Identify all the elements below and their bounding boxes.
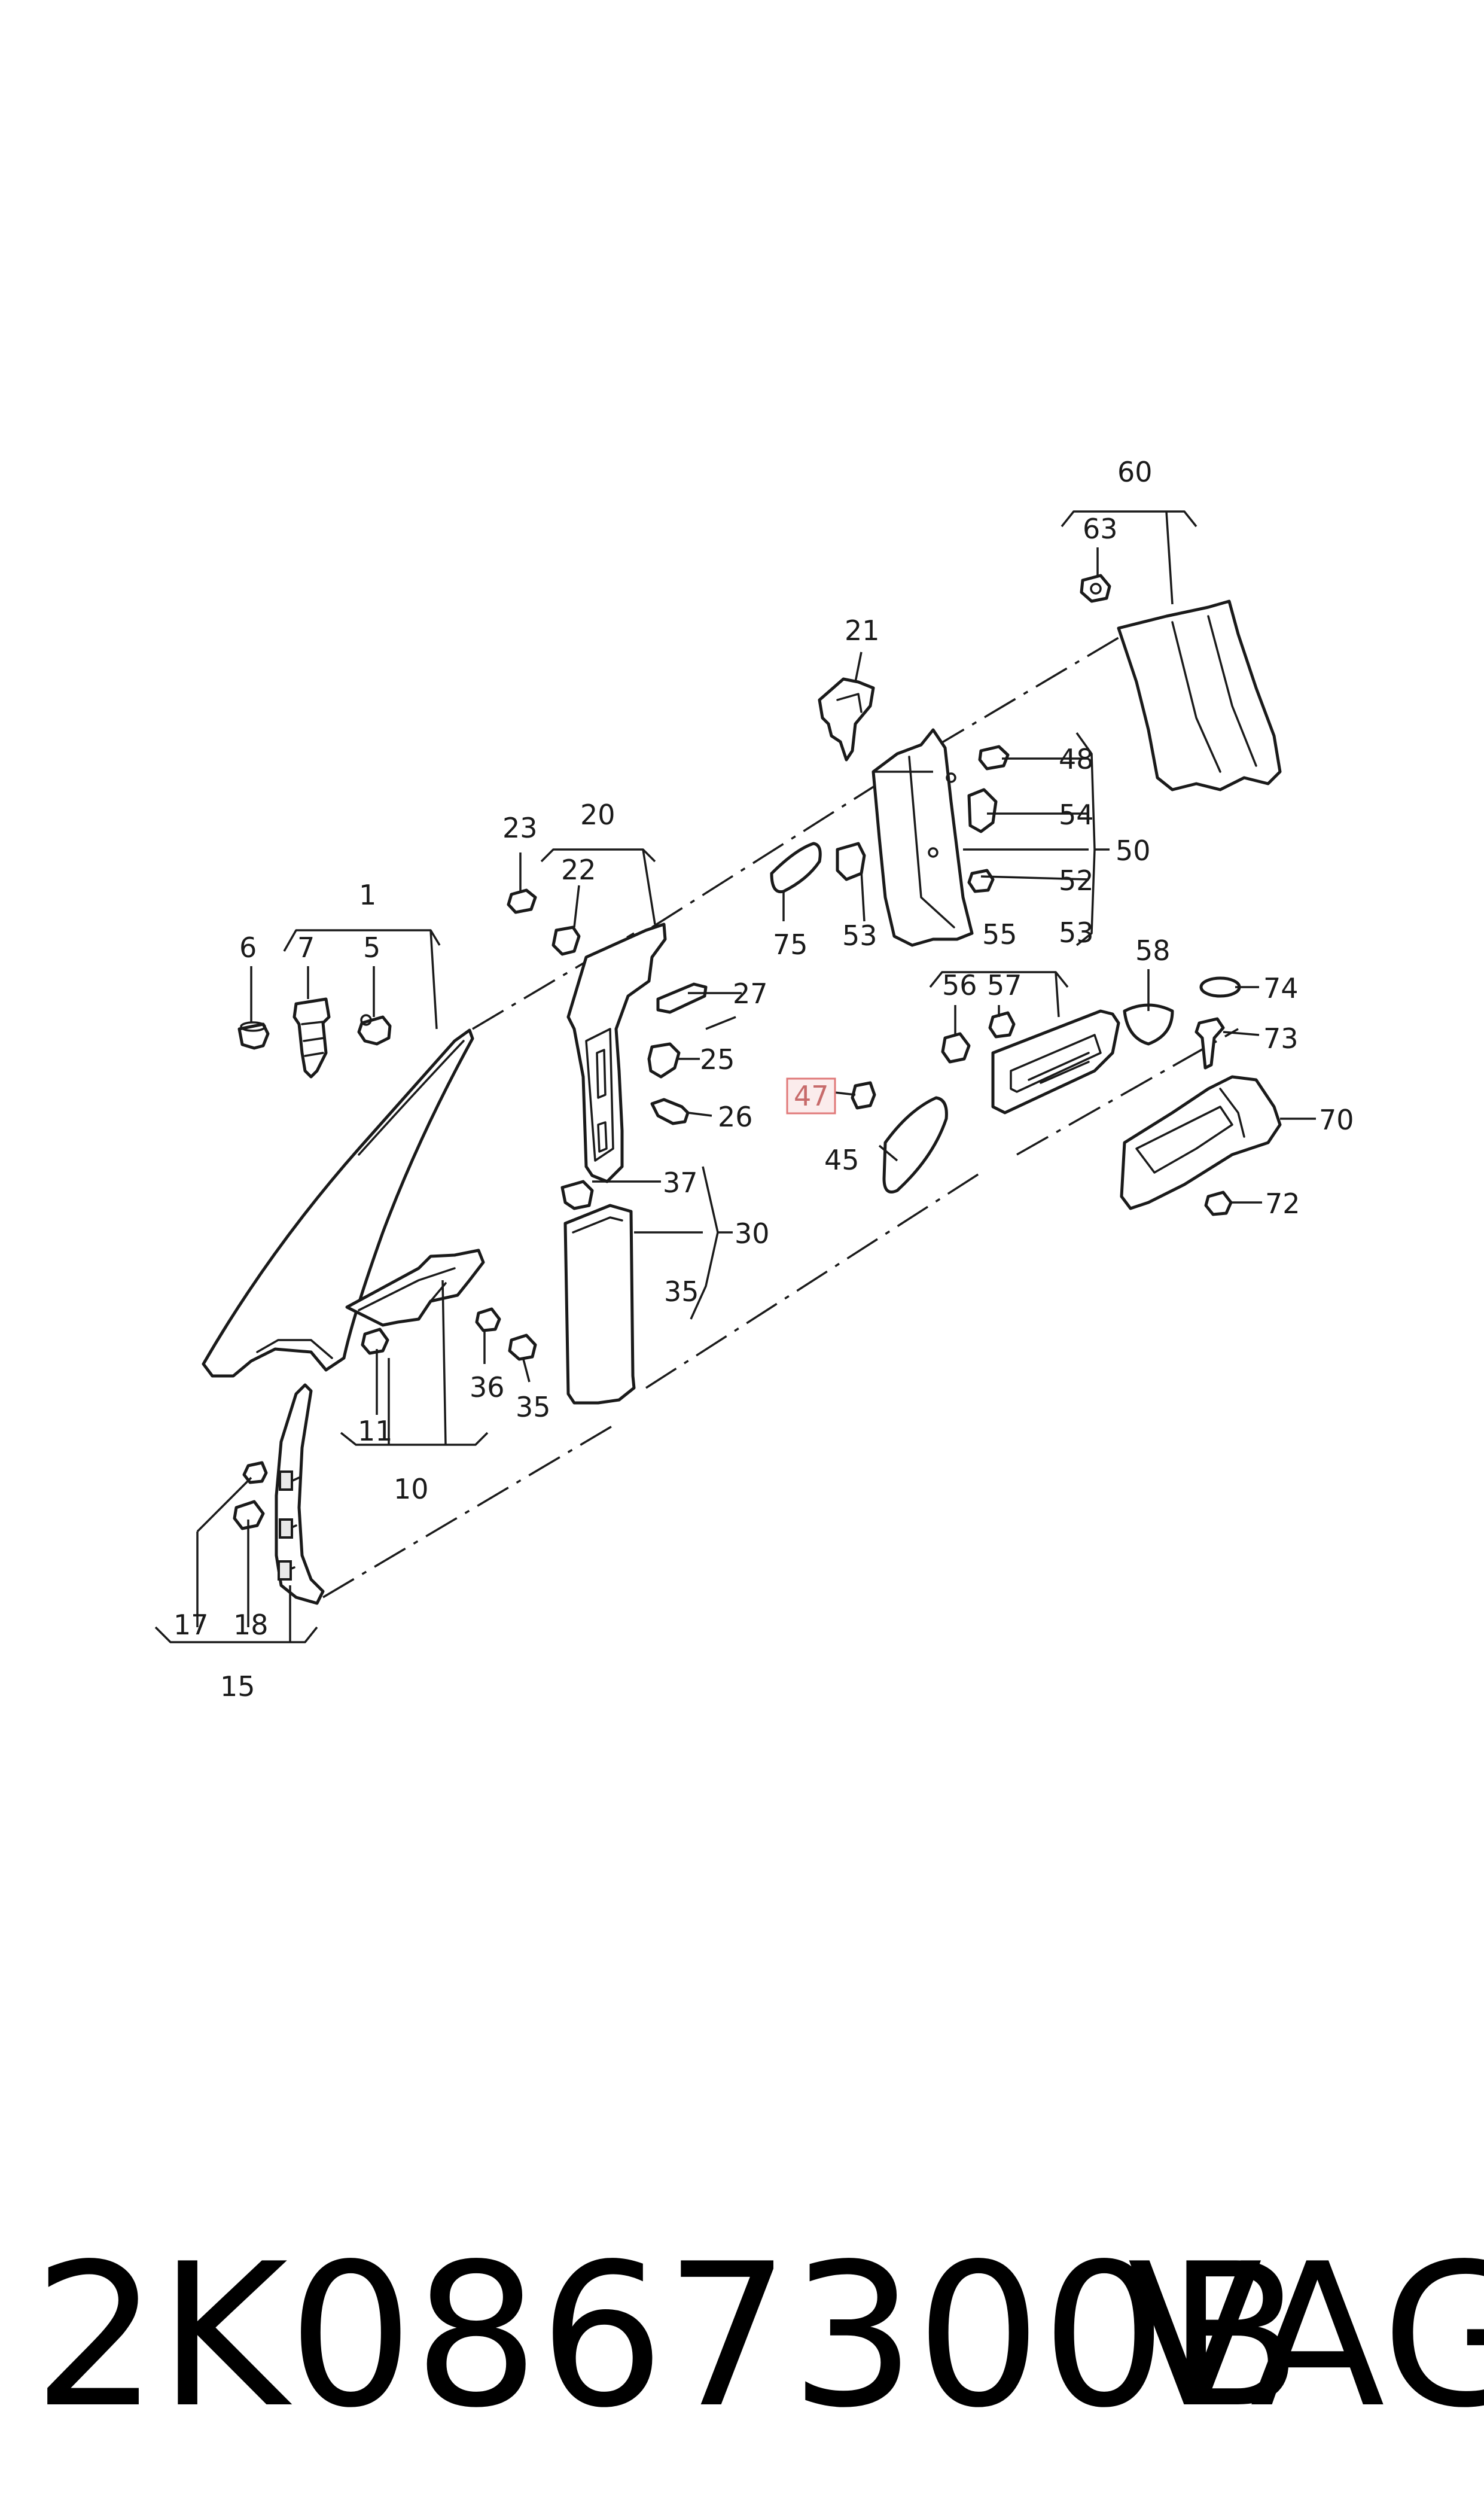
part-58-cap	[1123, 1003, 1174, 1046]
part-56-clip	[941, 1032, 971, 1064]
callout-50: 50	[1116, 835, 1151, 867]
part-25-clip	[647, 1042, 681, 1079]
callout-30: 30	[735, 1217, 770, 1250]
part-11-clip	[361, 1327, 389, 1355]
callout-36: 36	[470, 1371, 505, 1403]
callout-37: 37	[663, 1167, 698, 1199]
callout-23: 23	[502, 812, 538, 844]
part-1-a-pillar-trim	[202, 1028, 474, 1378]
part-23-clip	[507, 888, 537, 914]
brackets	[154, 510, 1197, 1643]
part-35-b-pillar-lower	[563, 1204, 636, 1405]
callout-20: 20	[580, 799, 615, 831]
part-number: 2K0867300B	[33, 2221, 1303, 2451]
part-20-b-pillar-upper	[566, 922, 667, 1183]
part-60-d-pillar	[1117, 599, 1282, 791]
footer: 2K0867300B VAG	[33, 2221, 1484, 2451]
callout-5: 5	[363, 931, 380, 964]
callout-58: 58	[1135, 934, 1171, 967]
callout-6: 6	[239, 931, 257, 964]
callout-25: 25	[700, 1043, 735, 1076]
callout-55: 55	[982, 918, 1017, 951]
part-57-clip	[988, 1011, 1016, 1039]
part-73-screw	[1194, 1017, 1225, 1070]
part-26-screw	[650, 1098, 690, 1125]
callout-73: 73	[1263, 1022, 1299, 1055]
callout-54: 54	[1059, 799, 1094, 831]
part-54-clip	[967, 788, 998, 833]
callout-35a: 35	[664, 1275, 699, 1308]
callout-57: 57	[987, 969, 1022, 1001]
callout-72: 72	[1265, 1188, 1300, 1220]
callout-11: 11	[358, 1415, 393, 1447]
part-36-clip	[475, 1307, 501, 1332]
brand-name: VAG	[1128, 2221, 1484, 2451]
callout-27: 27	[733, 978, 768, 1010]
part-72-clip	[1204, 1191, 1233, 1216]
part-45-cover	[882, 1096, 948, 1193]
callout-75: 75	[773, 928, 808, 961]
leader-lines	[196, 547, 1316, 1627]
part-47-clip	[851, 1081, 876, 1110]
part-7-clip	[292, 997, 331, 1079]
part-48-screw	[978, 745, 1010, 771]
callout-74: 74	[1263, 972, 1299, 1004]
callout-10: 10	[394, 1473, 429, 1505]
part-21-bracket	[818, 677, 875, 762]
callout-35b: 35	[516, 1391, 551, 1423]
assembly-lines	[322, 633, 1239, 1599]
callout-45: 45	[824, 1144, 860, 1176]
callout-21: 21	[845, 614, 880, 647]
part-74-ring	[1199, 976, 1241, 998]
callout-53b: 53	[1059, 917, 1094, 949]
callout-47: 47	[794, 1080, 829, 1112]
callout-56: 56	[942, 969, 977, 1001]
callout-47-highlight	[786, 1077, 836, 1115]
callout-18: 18	[233, 1609, 269, 1641]
callout-53a: 53	[842, 919, 877, 952]
part-35-clip	[508, 1333, 537, 1361]
callouts: 1 6 7 5 11 10 17 18 15 23 22 20 21 27 25…	[173, 456, 1354, 1703]
part-75-cover	[770, 842, 822, 894]
part-6-clip	[237, 1021, 270, 1050]
callout-1: 1	[359, 879, 376, 911]
callout-26: 26	[718, 1101, 753, 1133]
part-27-clip	[656, 982, 708, 1014]
callout-22: 22	[561, 854, 596, 886]
part-53-clip	[836, 842, 866, 881]
part-5-clip	[357, 1014, 392, 1046]
part-63-clip	[1080, 574, 1111, 603]
part-55-handle	[991, 1009, 1120, 1115]
part-37-clip	[560, 1180, 594, 1210]
callout-15: 15	[220, 1670, 255, 1703]
callout-60: 60	[1117, 456, 1153, 488]
callout-48: 48	[1059, 743, 1094, 775]
callout-7: 7	[297, 931, 315, 964]
callout-70: 70	[1319, 1104, 1354, 1136]
callout-17: 17	[173, 1609, 209, 1641]
part-52-clip	[967, 869, 995, 893]
part-17-clip	[242, 1461, 268, 1484]
part-70-cargo-trim	[1120, 1075, 1282, 1210]
callout-52: 52	[1059, 864, 1094, 897]
callout-63: 63	[1083, 513, 1118, 545]
part-15-lower-trim	[275, 1383, 325, 1605]
part-18-clip	[233, 1500, 265, 1530]
part-22-clip	[551, 925, 581, 956]
part-50-c-pillar	[871, 728, 974, 947]
